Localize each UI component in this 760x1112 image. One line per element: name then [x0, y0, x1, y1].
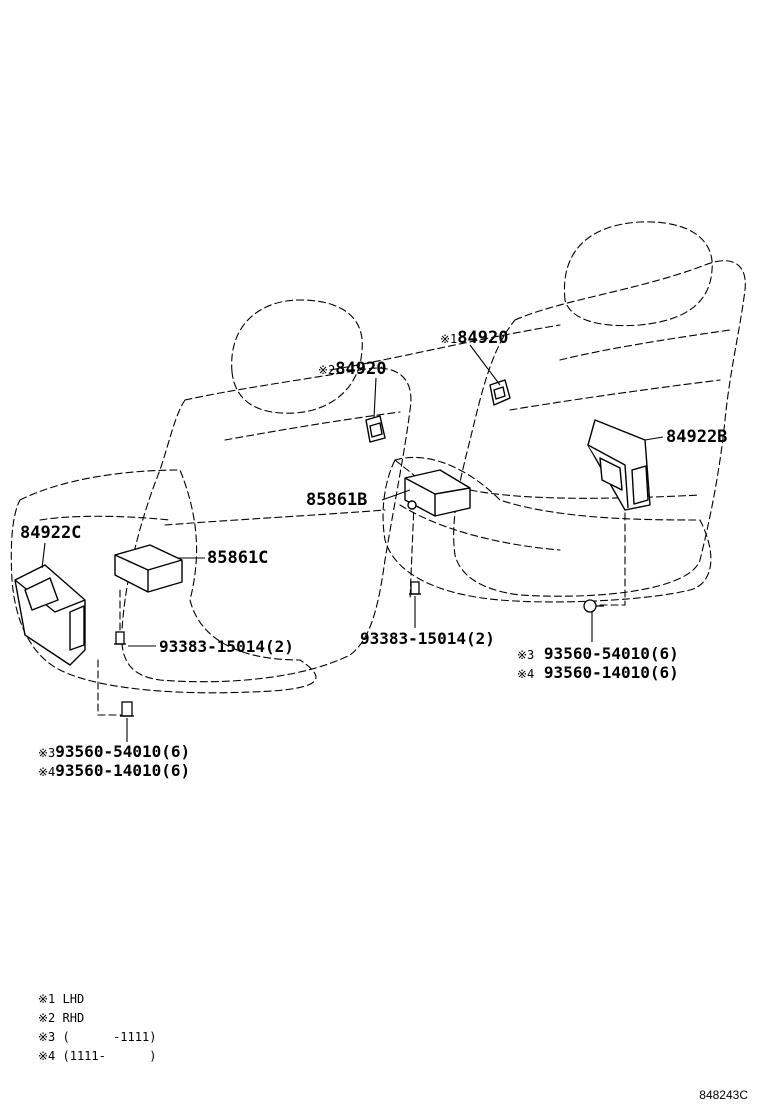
- module-85861b: [404, 469, 471, 517]
- figure-code: 848243C: [699, 1088, 748, 1102]
- left-seat-headrest: [231, 299, 363, 414]
- label-84920-rhd: ※284920: [318, 360, 386, 379]
- label-93560-14010-right-part: 93560-14010(6): [543, 663, 679, 682]
- legend-item-1: ※1 LHD: [38, 992, 85, 1006]
- label-93560-54010-left-mark: ※3: [38, 746, 56, 760]
- switch-84920-rhd: [365, 415, 386, 443]
- label-84920-lhd: ※184920: [440, 329, 508, 348]
- bolt-93560-left: [120, 701, 134, 717]
- label-93560-14010-left-mark: ※4: [38, 765, 56, 779]
- ecu-84922b: [587, 419, 651, 511]
- label-93560-54010-right-mark: ※3: [517, 648, 535, 662]
- legend-item-2: ※2 RHD: [38, 1011, 85, 1025]
- label-93383-left: 93383-15014(2): [159, 637, 294, 656]
- label-84922c: 84922C: [20, 523, 82, 543]
- label-93383-center: 93383-15014(2): [360, 629, 495, 648]
- label-93560-14010-right-mark: ※4: [517, 667, 535, 681]
- module-85861c: [114, 544, 183, 593]
- label-93560-14010-left-part: 93560-14010(6): [55, 761, 191, 780]
- legend: ※1 LHD ※2 RHD ※3 ( -1111) ※4 (1111- ): [38, 990, 156, 1066]
- label-85861b: 85861B: [306, 490, 368, 510]
- label-84920-rhd-mark: ※2: [318, 363, 336, 377]
- legend-item-3: ※3 ( -1111): [38, 1030, 157, 1044]
- label-93560-54010-left: ※393560-54010(6): [38, 743, 190, 762]
- label-93560-54010-left-part: 93560-54010(6): [55, 742, 191, 761]
- label-93560-54010-right: ※3 93560-54010(6): [517, 645, 679, 664]
- left-seat-cushion: [10, 469, 317, 694]
- left-seat-backrest: [121, 367, 412, 683]
- label-93560-54010-right-part: 93560-54010(6): [543, 644, 679, 663]
- label-93560-14010-right: ※4 93560-14010(6): [517, 664, 679, 683]
- screw-93383-center: [409, 581, 421, 595]
- bolt-93560-right: [583, 599, 604, 613]
- label-84920-lhd-part: 84920: [457, 328, 509, 348]
- legend-item-4: ※4 (1111- ): [38, 1049, 157, 1063]
- label-84920-lhd-mark: ※1: [440, 332, 458, 346]
- label-85861c: 85861C: [207, 548, 269, 568]
- right-seat-headrest: [563, 221, 713, 327]
- switch-84920-lhd: [489, 379, 511, 406]
- right-seat-backrest: [453, 260, 746, 597]
- label-84920-rhd-part: 84920: [335, 359, 387, 379]
- right-seat-cushion: [382, 456, 712, 603]
- label-93560-14010-left: ※493560-14010(6): [38, 762, 190, 781]
- label-84922b: 84922B: [666, 427, 728, 447]
- ecu-84922c: [14, 564, 86, 666]
- screw-93383-left: [114, 631, 126, 645]
